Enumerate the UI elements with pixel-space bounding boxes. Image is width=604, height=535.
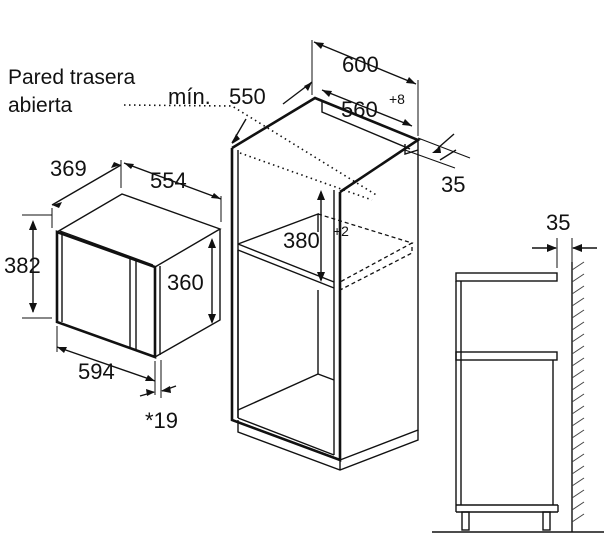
label-gap-side: 35 [441, 172, 465, 197]
label-mw-height: 382 [4, 253, 41, 278]
side-view [432, 238, 604, 533]
note-line-1: Pared trasera [8, 66, 136, 89]
label-side-gap: 35 [546, 210, 570, 235]
label-cab-width: 600 [342, 52, 379, 77]
tall-cabinet [230, 96, 421, 471]
wall-hatching [571, 261, 585, 523]
note-leader [123, 104, 379, 197]
label-cab-depth: 550 [229, 84, 266, 109]
note-line-2: abierta [8, 94, 73, 117]
label-mw-height-inner: 360 [167, 270, 204, 295]
microwave-dimensions [22, 160, 222, 398]
label-niche-height: 380 [283, 228, 320, 253]
label-mw-front: *19 [145, 408, 178, 433]
label-niche-height-tol: +2 [333, 223, 349, 239]
microwave-unit [55, 193, 222, 359]
label-mw-width-top: 554 [150, 168, 187, 193]
label-cab-min: mín. [168, 84, 211, 109]
label-mw-depth: 369 [50, 156, 87, 181]
label-niche-width: 560 [341, 97, 378, 122]
label-niche-width-tol: +8 [389, 91, 405, 107]
label-mw-width-bottom: 594 [78, 359, 115, 384]
cabinet-dimensions [231, 40, 471, 282]
